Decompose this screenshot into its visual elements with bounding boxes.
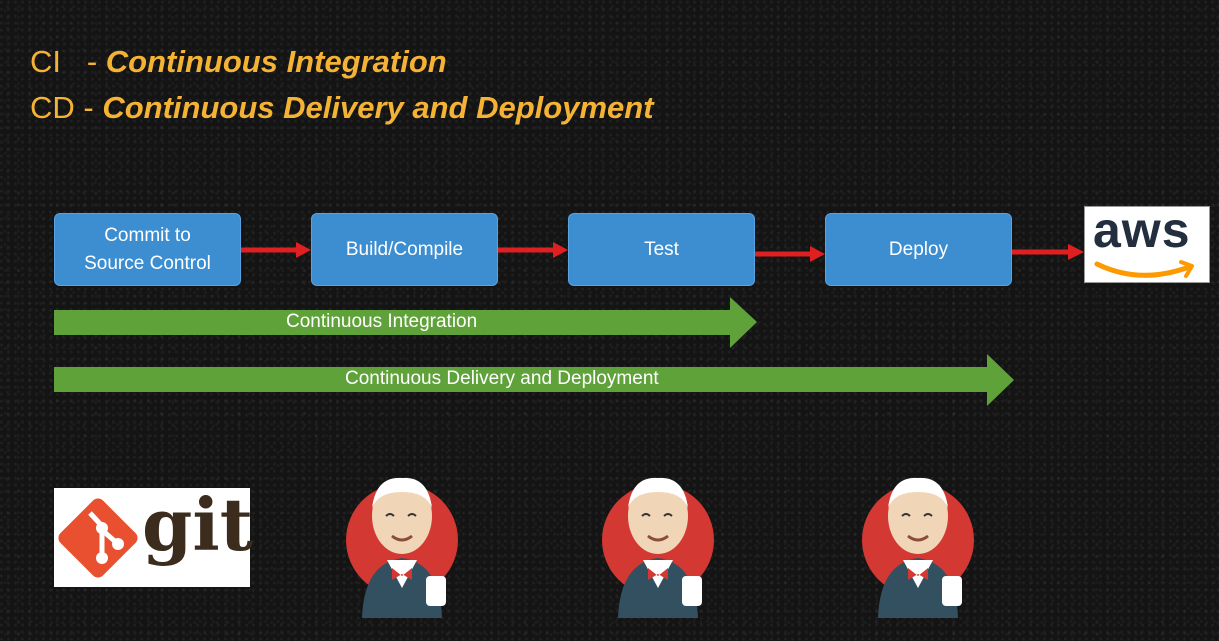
ci-band-arrow bbox=[54, 297, 757, 348]
jenkins-mascot-icon bbox=[346, 477, 458, 618]
cd-band-label: Continuous Delivery and Deployment bbox=[345, 368, 659, 389]
stage-build: Build/Compile bbox=[311, 213, 498, 286]
connector-arrowhead-1 bbox=[296, 242, 311, 258]
title-cd-full: Continuous Delivery and Deployment bbox=[102, 90, 654, 125]
connector-arrowhead-2 bbox=[553, 242, 568, 258]
aws-smile-icon bbox=[1094, 260, 1194, 278]
stage-test: Test bbox=[568, 213, 755, 286]
cd-band-arrow bbox=[54, 354, 1014, 406]
connector-arrowhead-4 bbox=[1068, 244, 1084, 260]
ci-band-label: Continuous Integration bbox=[286, 311, 478, 332]
title-ci: CI - Continuous Integration bbox=[30, 44, 447, 80]
title-ci-abbr: CI - bbox=[30, 44, 106, 79]
connector-arrowhead-3 bbox=[810, 246, 825, 262]
stage-commit: Commit to Source Control bbox=[54, 213, 241, 286]
aws-logo: aws bbox=[1084, 202, 1210, 283]
git-logo: git bbox=[54, 482, 253, 587]
title-cd-abbr: CD - bbox=[30, 90, 103, 125]
aws-logo-text: aws bbox=[1093, 202, 1191, 258]
git-logo-text: git bbox=[142, 482, 253, 567]
title-ci-full: Continuous Integration bbox=[105, 44, 447, 79]
git-diamond-icon bbox=[58, 498, 138, 578]
stage-deploy: Deploy bbox=[825, 213, 1012, 286]
title-cd: CD - Continuous Delivery and Deployment bbox=[30, 90, 654, 126]
jenkins-mascot-icon bbox=[862, 477, 974, 618]
jenkins-mascot-icon bbox=[602, 477, 714, 618]
